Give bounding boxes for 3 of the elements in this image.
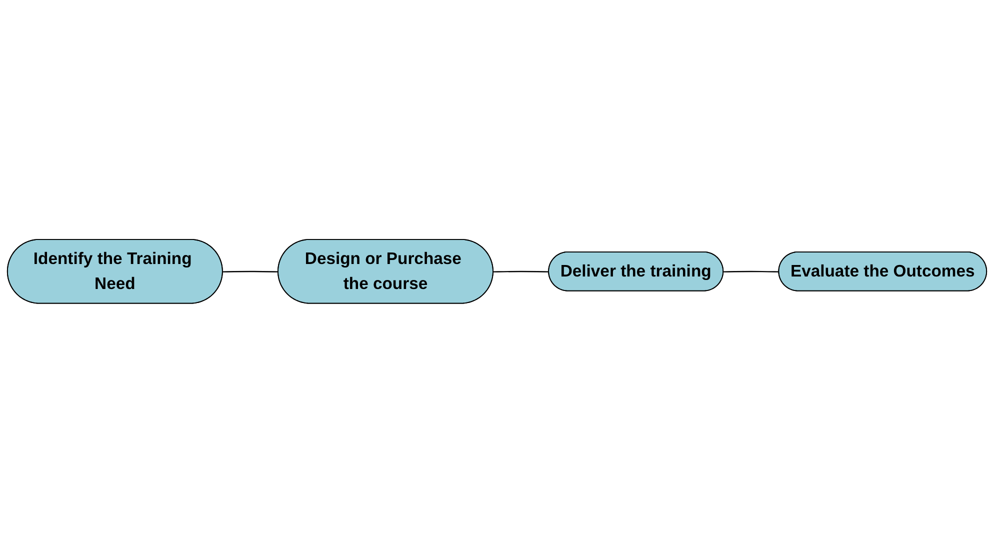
connector: [222, 270, 278, 272]
connector: [724, 270, 780, 272]
connector: [493, 270, 550, 272]
